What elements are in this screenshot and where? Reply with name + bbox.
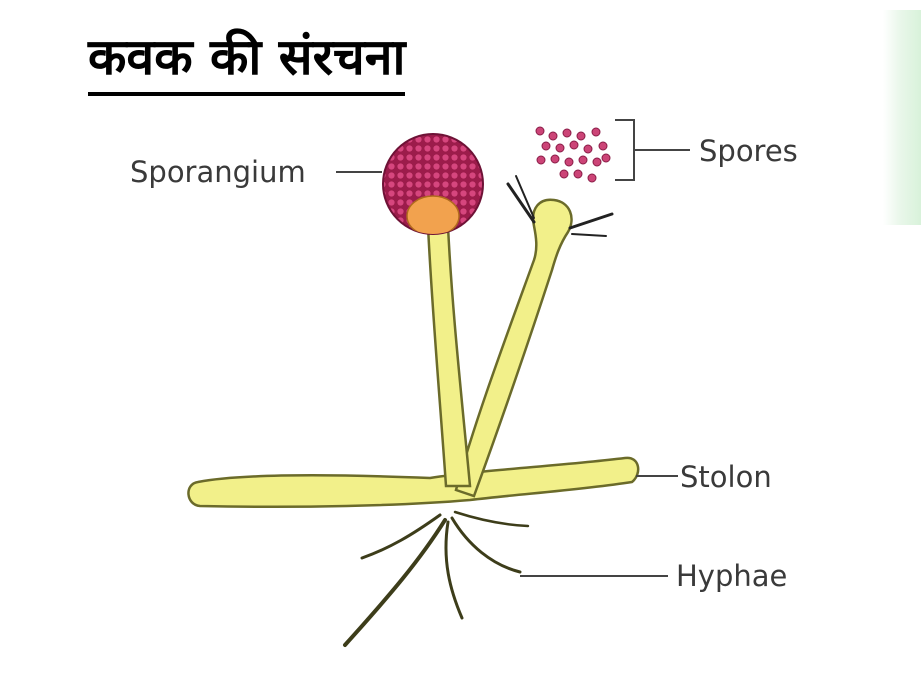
- label-stolon: Stolon: [680, 460, 772, 494]
- label-hyphae: Hyphae: [676, 559, 787, 593]
- page-title: कवक की संरचना: [88, 22, 406, 96]
- young-sporangiophore: [454, 198, 573, 498]
- label-spores: Spores: [699, 134, 798, 168]
- columella: [406, 195, 460, 234]
- sporangiophore: [426, 224, 472, 488]
- label-sporangium: Sporangium: [130, 155, 306, 189]
- hyphae-roots: [343, 510, 530, 647]
- spores-bracket: [615, 119, 690, 181]
- young-tip-bristles: [506, 175, 614, 237]
- stolon: [187, 456, 640, 508]
- background-green-strip: [883, 10, 921, 225]
- spore-cluster: [535, 126, 611, 183]
- sporangium: [382, 133, 484, 235]
